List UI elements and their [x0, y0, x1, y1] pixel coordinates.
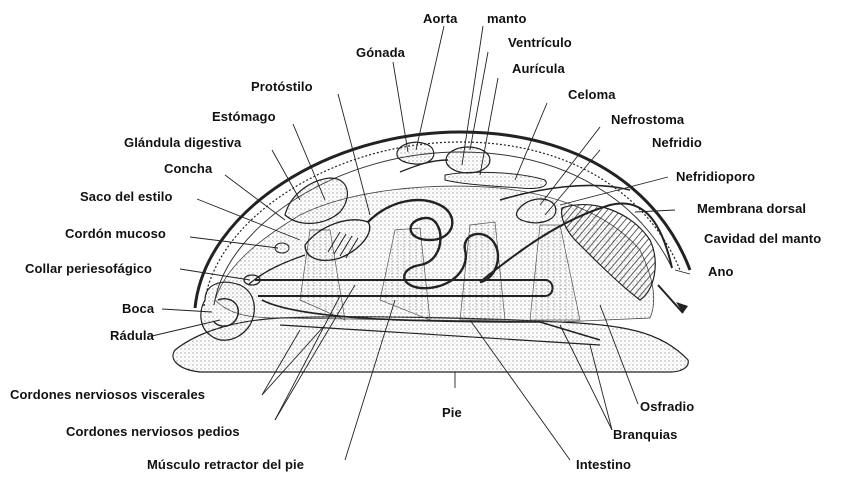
label-collar: Collar periesofágico [25, 262, 152, 276]
label-celoma: Celoma [568, 88, 616, 102]
label-cordones-pedios: Cordones nerviosos pedios [66, 425, 240, 439]
label-gonada: Gónada [356, 46, 405, 60]
gonad [397, 142, 434, 164]
label-boca: Boca [122, 302, 154, 316]
label-ventriculo: Ventrículo [508, 36, 572, 50]
label-manto: manto [487, 12, 527, 26]
label-cordones-viscerales: Cordones nerviosos viscerales [10, 388, 205, 402]
label-intestino: Intestino [576, 458, 631, 472]
label-cordon-mucoso: Cordón mucoso [65, 227, 166, 241]
label-osfradio: Osfradio [640, 400, 694, 414]
label-protostilo: Protóstilo [251, 80, 313, 94]
label-cavidad-manto: Cavidad del manto [704, 232, 821, 246]
label-membrana-dorsal: Membrana dorsal [697, 202, 806, 216]
label-musculo-retractor: Músculo retractor del pie [147, 458, 304, 472]
label-saco-estilo: Saco del estilo [80, 190, 173, 204]
label-ano: Ano [708, 265, 734, 279]
label-concha: Concha [164, 162, 212, 176]
label-auricula: Aurícula [512, 62, 565, 76]
label-glandula-digestiva: Glándula digestiva [124, 136, 241, 150]
label-estomago: Estómago [212, 110, 276, 124]
label-nefridioporo: Nefridioporo [676, 170, 755, 184]
label-pie: Pie [442, 406, 462, 420]
label-branquias: Branquias [613, 428, 677, 442]
label-aorta: Aorta [423, 12, 457, 26]
label-radula: Rádula [110, 329, 154, 343]
label-nefridio: Nefridio [652, 136, 702, 150]
label-nefrostoma: Nefrostoma [611, 113, 684, 127]
anus-arrow [658, 285, 683, 313]
ventricle [446, 147, 490, 173]
